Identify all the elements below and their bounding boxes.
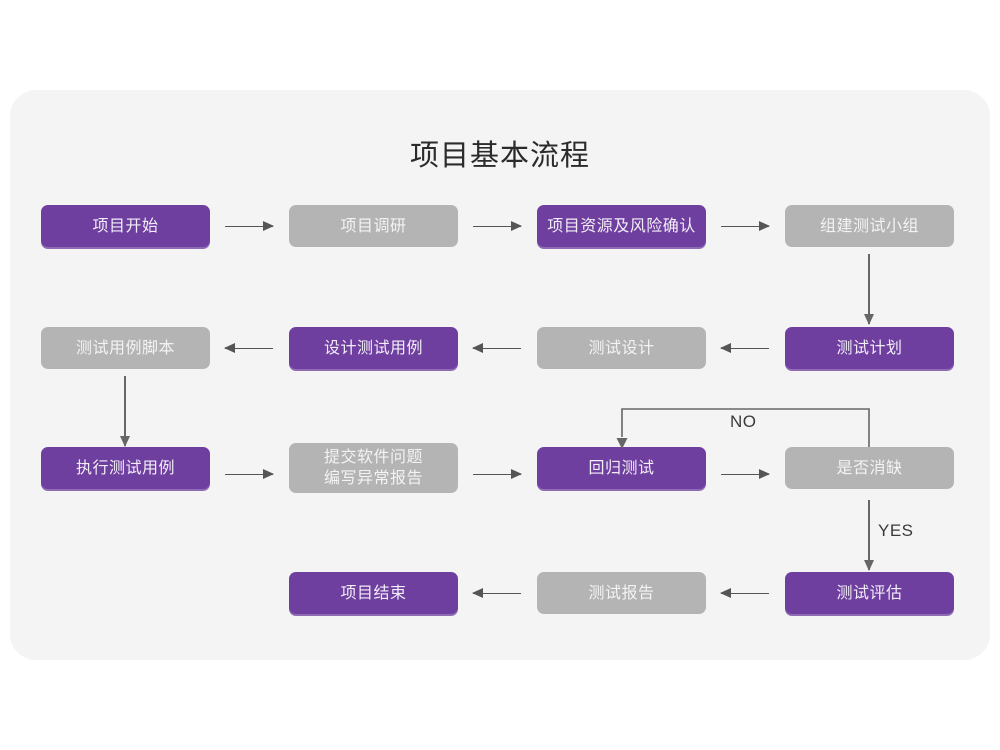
arrow-report-to-end bbox=[472, 585, 521, 601]
arrow-line bbox=[473, 592, 521, 595]
arrow-resource-to-team bbox=[721, 218, 770, 234]
arrow-testdesign-to-designcase bbox=[472, 340, 521, 356]
arrow-line bbox=[721, 225, 769, 228]
arrow-head-right-icon bbox=[263, 469, 274, 479]
arrow-defect-to-evaluation bbox=[861, 500, 877, 571]
arrow-line bbox=[473, 225, 521, 228]
arrow-line bbox=[225, 473, 273, 476]
arrow-line bbox=[473, 473, 521, 476]
node-submit-issue-report[interactable]: 提交软件问题 编写异常报告 bbox=[289, 443, 458, 493]
node-test-report[interactable]: 测试报告 bbox=[537, 572, 706, 614]
arrow-team-to-plan bbox=[861, 254, 877, 325]
arrow-line bbox=[225, 225, 273, 228]
arrow-head-left-icon bbox=[472, 588, 483, 598]
arrow-design-to-script bbox=[224, 340, 273, 356]
label-no: NO bbox=[730, 412, 757, 431]
arrow-execute-to-submit bbox=[225, 466, 274, 482]
arrow-head-right-icon bbox=[511, 221, 522, 231]
node-test-case-script[interactable]: 测试用例脚本 bbox=[41, 327, 210, 369]
label-yes: YES bbox=[878, 521, 914, 540]
arrow-regression-to-defect bbox=[721, 466, 770, 482]
arrow-plan-to-testdesign bbox=[720, 340, 769, 356]
arrow-line bbox=[868, 500, 870, 570]
arrow-head-right-icon bbox=[759, 469, 770, 479]
arrow-head-right-icon bbox=[511, 469, 522, 479]
arrow-head-down-icon bbox=[864, 560, 874, 571]
node-project-end[interactable]: 项目结束 bbox=[289, 572, 458, 614]
arrow-head-left-icon bbox=[224, 343, 235, 353]
node-defect-cleared[interactable]: 是否消缺 bbox=[785, 447, 954, 489]
page-title: 项目基本流程 bbox=[409, 140, 590, 172]
node-design-test-case[interactable]: 设计测试用例 bbox=[289, 327, 458, 369]
node-resource-risk-confirm[interactable]: 项目资源及风险确认 bbox=[537, 205, 706, 247]
node-form-test-team[interactable]: 组建测试小组 bbox=[785, 205, 954, 247]
arrow-start-to-research bbox=[225, 218, 274, 234]
node-project-research[interactable]: 项目调研 bbox=[289, 205, 458, 247]
arrow-line bbox=[868, 254, 870, 324]
arrow-head-left-icon bbox=[720, 343, 731, 353]
arrow-head-down-icon bbox=[864, 314, 874, 325]
arrow-head-left-icon bbox=[472, 343, 483, 353]
arrow-head-left-icon bbox=[720, 588, 731, 598]
arrow-line bbox=[721, 473, 769, 476]
node-test-design[interactable]: 测试设计 bbox=[537, 327, 706, 369]
arrow-head-right-icon bbox=[759, 221, 770, 231]
arrow-head-down-icon bbox=[120, 436, 130, 447]
arrow-line bbox=[721, 592, 769, 595]
arrow-evaluation-to-report bbox=[720, 585, 769, 601]
arrow-line bbox=[124, 376, 126, 446]
arrow-submit-to-regression bbox=[473, 466, 522, 482]
node-test-plan[interactable]: 测试计划 bbox=[785, 327, 954, 369]
arrow-research-to-resource bbox=[473, 218, 522, 234]
arrow-head-right-icon bbox=[263, 221, 274, 231]
node-regression-test[interactable]: 回归测试 bbox=[537, 447, 706, 489]
arrow-line bbox=[473, 347, 521, 350]
arrow-line bbox=[225, 347, 273, 350]
node-test-evaluation[interactable]: 测试评估 bbox=[785, 572, 954, 614]
flowchart-panel bbox=[10, 90, 990, 660]
node-execute-test-case[interactable]: 执行测试用例 bbox=[41, 447, 210, 489]
arrow-line bbox=[721, 347, 769, 350]
arrow-script-to-execute bbox=[117, 376, 133, 447]
node-project-start[interactable]: 项目开始 bbox=[41, 205, 210, 247]
